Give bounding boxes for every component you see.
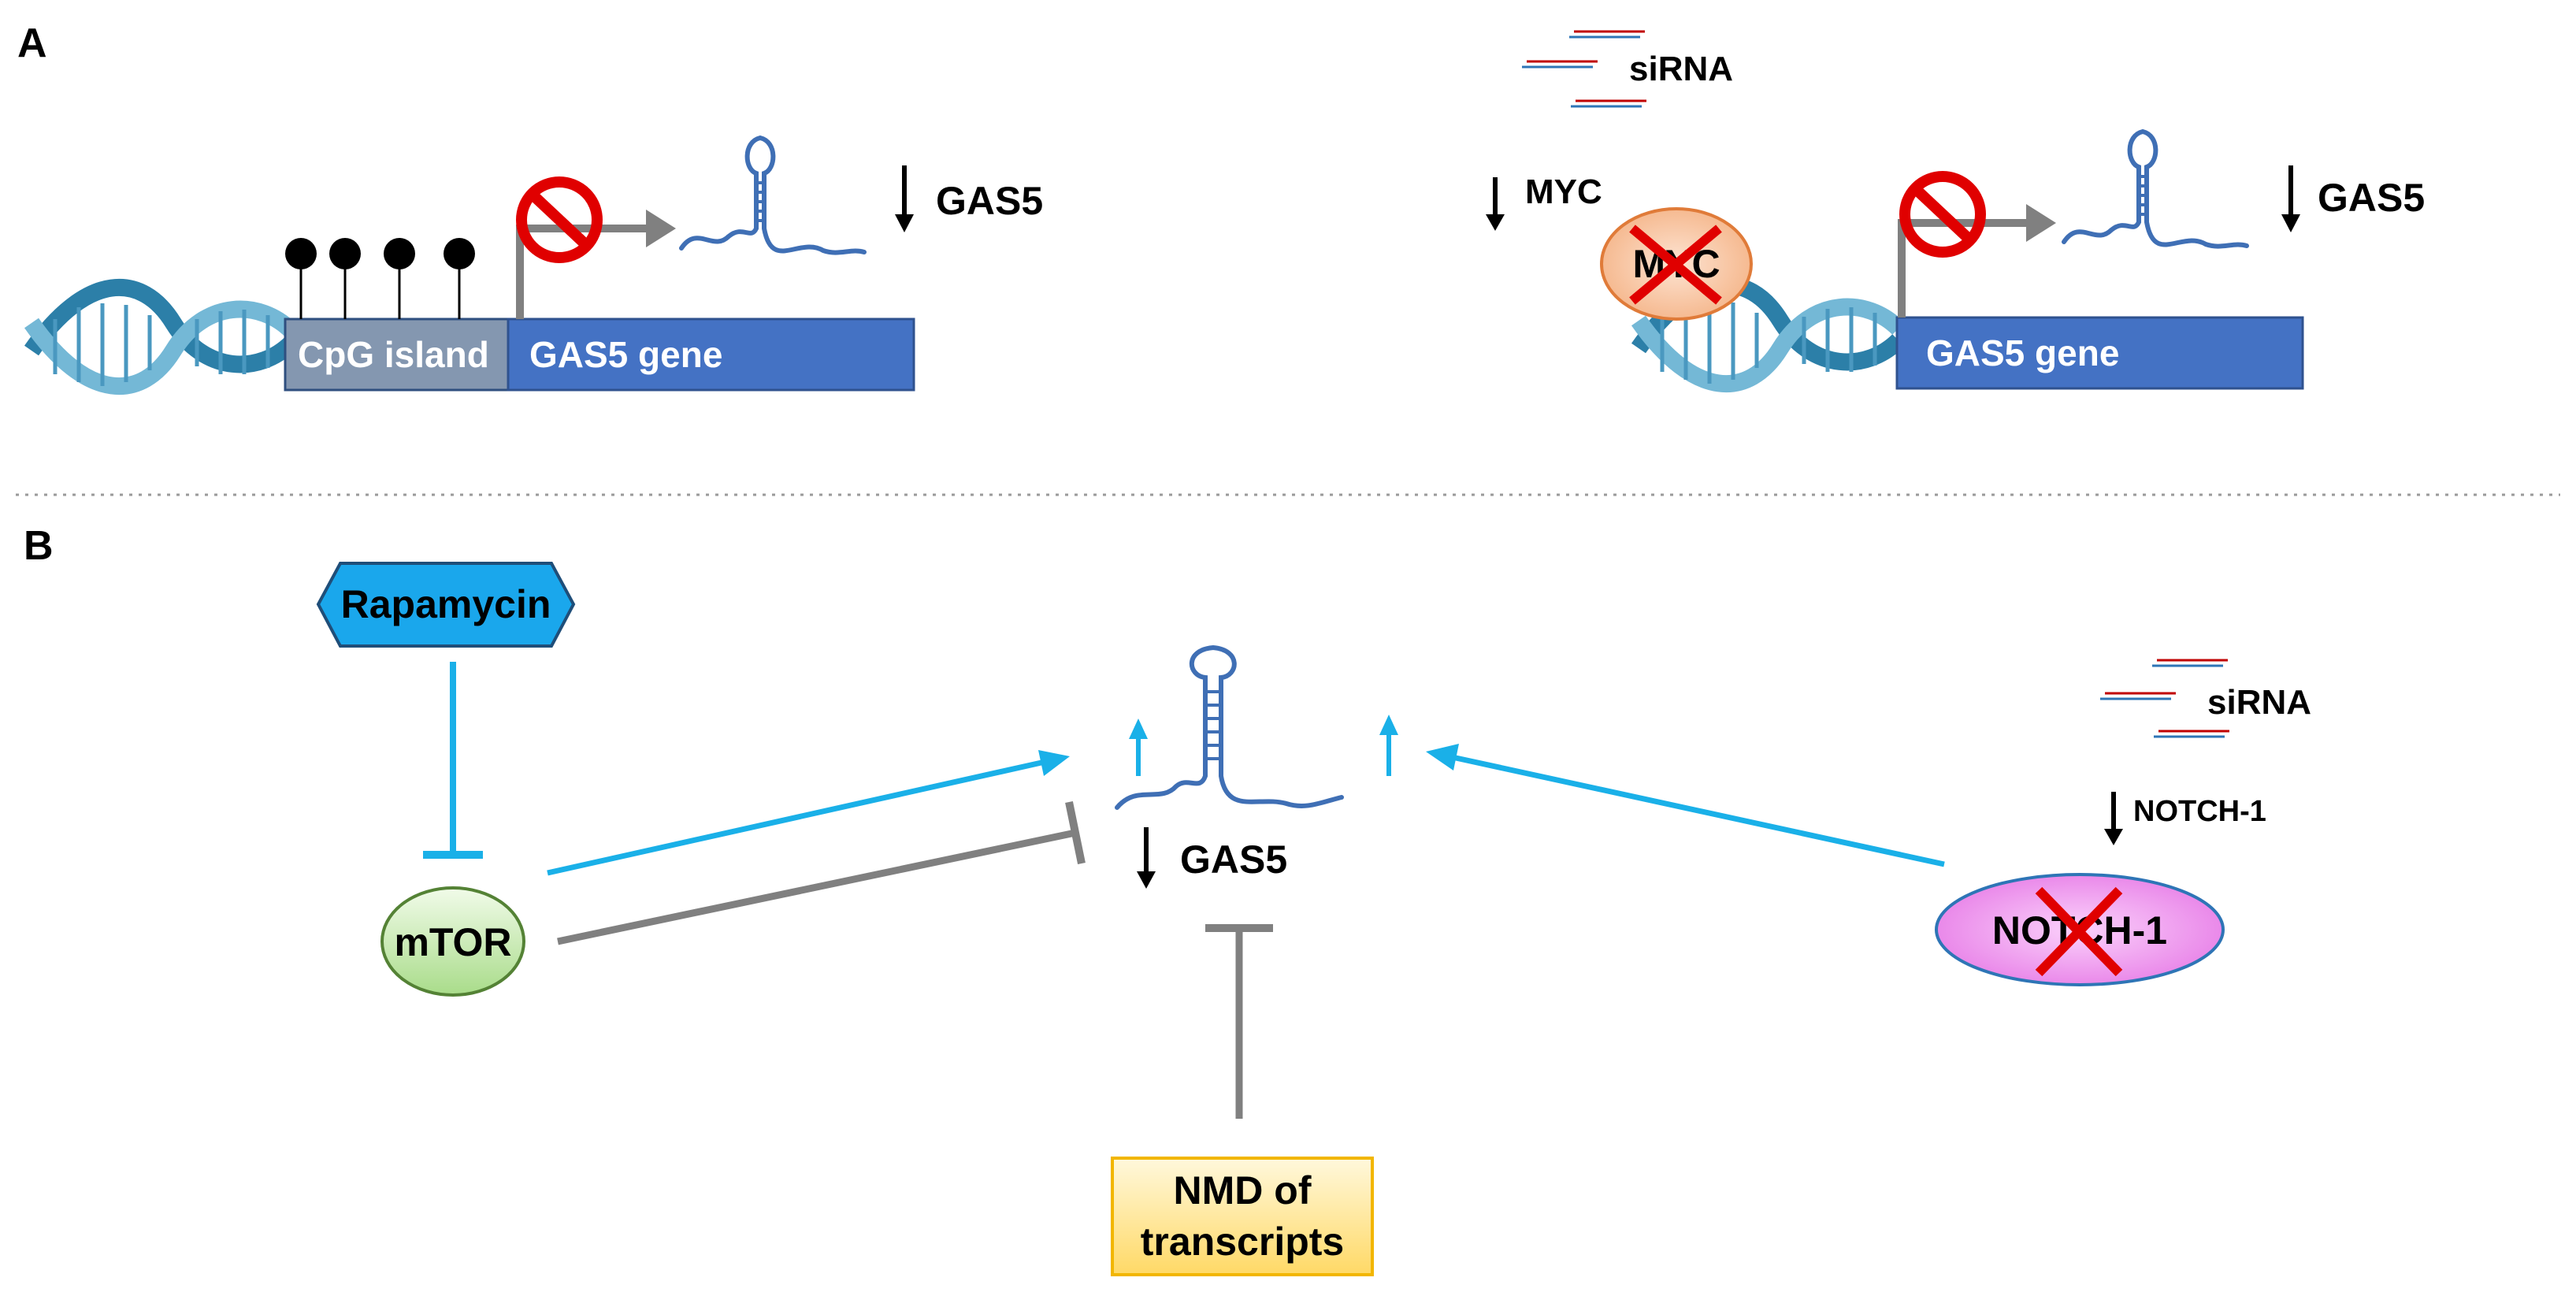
nmd-label-line1: NMD of <box>1174 1168 1312 1212</box>
panel-b-label: B <box>24 523 54 569</box>
inhibition-nmd-gas5 <box>1205 924 1273 1119</box>
cpg-island-label: CpG island <box>298 334 489 375</box>
up-arrow-icon <box>1129 719 1148 776</box>
rna-hairpin-icon <box>679 135 867 255</box>
nmd-label-line2: transcripts <box>1141 1220 1344 1264</box>
down-arrow-icon <box>1137 827 1156 889</box>
gas5-gene-box-right <box>1895 316 2304 390</box>
nmd-node <box>1111 1157 1374 1276</box>
no-entry-icon <box>1899 171 1986 258</box>
rapamycin-node <box>316 562 576 648</box>
gas5-label-b: GAS5 <box>1180 837 1287 882</box>
sirna-label-b: siRNA <box>2207 683 2311 722</box>
sirna-duplex-icon <box>2100 659 2229 738</box>
down-arrow-icon <box>2104 792 2123 845</box>
rna-hairpin-icon <box>2062 128 2249 249</box>
gas5-gene-label: GAS5 gene <box>529 334 722 375</box>
gas5-label-a-right: GAS5 <box>2318 176 2425 220</box>
down-arrow-icon <box>2281 165 2300 232</box>
gas5-gene-label-right: GAS5 gene <box>1926 332 2119 373</box>
rna-hairpin-icon <box>1115 644 1344 810</box>
gas5-gene-box <box>507 318 915 392</box>
sirna-label-a: siRNA <box>1629 50 1733 88</box>
cpg-island-box <box>284 318 510 392</box>
rapamycin-label: Rapamycin <box>341 582 551 626</box>
myc-down-label: MYC <box>1525 173 1602 211</box>
dna-helix-icon <box>24 279 298 395</box>
mtor-label: mTOR <box>394 920 511 964</box>
inhibition-rapamycin-mtor <box>423 662 483 859</box>
down-arrow-icon <box>1486 177 1505 231</box>
up-arrow-icon <box>1379 715 1398 776</box>
activation-mtor-gas5 <box>547 750 1070 876</box>
sirna-duplex-icon <box>1522 30 1646 108</box>
inhibition-mtor-gas5 <box>557 800 1086 945</box>
methyl-lollipop-icon <box>285 238 475 319</box>
no-entry-icon <box>516 176 603 263</box>
notch-down-label: NOTCH-1 <box>2133 795 2266 828</box>
mtor-node <box>380 886 525 997</box>
red-x-icon <box>1629 225 1722 305</box>
activation-notch-gas5 <box>1426 744 1945 867</box>
red-x-icon <box>2035 886 2123 977</box>
down-arrow-icon <box>895 165 914 232</box>
gas5-label-a-left: GAS5 <box>936 179 1043 223</box>
panel-a-label: A <box>17 20 47 66</box>
